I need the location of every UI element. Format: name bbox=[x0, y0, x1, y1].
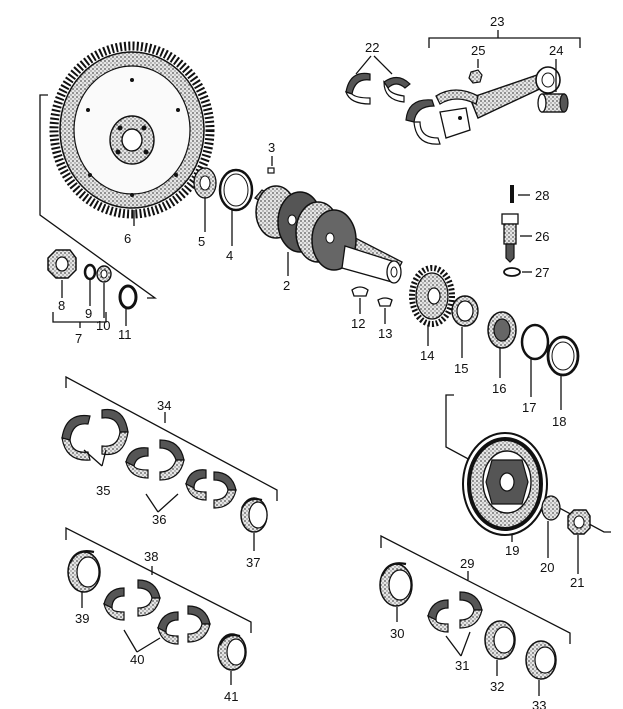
label-21: 21 bbox=[570, 575, 584, 590]
label-24: 24 bbox=[549, 43, 563, 58]
dowel-pin-3 bbox=[267, 167, 275, 174]
label-16: 16 bbox=[492, 381, 506, 396]
bracket-23 bbox=[428, 30, 581, 48]
main-bearing-30 bbox=[379, 562, 413, 607]
label-33: 33 bbox=[532, 698, 546, 709]
label-5: 5 bbox=[198, 234, 205, 249]
bracket-34 bbox=[65, 375, 278, 501]
label-18: 18 bbox=[552, 414, 566, 429]
woodruff-key-13 bbox=[377, 297, 393, 307]
label-40: 40 bbox=[130, 652, 144, 667]
bracket-19 bbox=[445, 394, 611, 533]
label-39: 39 bbox=[75, 611, 89, 626]
main-bearing-33 bbox=[525, 640, 557, 680]
oil-thrower-18 bbox=[546, 335, 580, 377]
label-23: 23 bbox=[490, 14, 504, 29]
label-38: 38 bbox=[144, 549, 158, 564]
bracket-29 bbox=[380, 534, 571, 644]
flywheel bbox=[49, 41, 215, 219]
label-37: 37 bbox=[246, 555, 260, 570]
label-13: 13 bbox=[378, 326, 392, 341]
label-29: 29 bbox=[460, 556, 474, 571]
label-26: 26 bbox=[535, 229, 549, 244]
label-20: 20 bbox=[540, 560, 554, 575]
label-30: 30 bbox=[390, 626, 404, 641]
main-bearing-shells-35 bbox=[61, 408, 129, 461]
piston-pin-bushing-24 bbox=[537, 93, 569, 113]
plug-28 bbox=[510, 185, 514, 203]
label-6: 6 bbox=[124, 231, 131, 246]
main-bearing-shells-36 bbox=[125, 439, 237, 509]
shim-5 bbox=[193, 167, 217, 199]
label-14: 14 bbox=[420, 348, 434, 363]
main-bearing-shells-40 bbox=[103, 579, 211, 645]
gland-nut bbox=[47, 249, 77, 279]
bracket-6 bbox=[39, 94, 158, 299]
label-9: 9 bbox=[85, 306, 92, 321]
rod-nut-25 bbox=[468, 69, 483, 84]
label-2: 2 bbox=[283, 278, 290, 293]
label-22: 22 bbox=[365, 40, 379, 55]
circlip-17 bbox=[520, 323, 550, 361]
pulley-bolt-21 bbox=[567, 509, 591, 535]
seal-4 bbox=[218, 168, 254, 212]
main-bearing-41 bbox=[217, 633, 247, 671]
label-25: 25 bbox=[471, 43, 485, 58]
main-bearing-37 bbox=[240, 497, 268, 533]
label-31: 31 bbox=[455, 658, 469, 673]
pulley-washer-20 bbox=[541, 495, 561, 521]
main-bearing-32 bbox=[484, 620, 516, 660]
label-15: 15 bbox=[454, 361, 468, 376]
label-7: 7 bbox=[75, 331, 82, 346]
crankshaft bbox=[253, 185, 403, 284]
label-12: 12 bbox=[351, 316, 365, 331]
bushing-10 bbox=[96, 265, 112, 283]
connecting-rod bbox=[405, 66, 561, 145]
washer-27 bbox=[503, 267, 521, 277]
label-36: 36 bbox=[152, 512, 166, 527]
label-10: 10 bbox=[96, 318, 110, 333]
crankshaft-pulley bbox=[462, 432, 548, 536]
oil-pressure-relief-valve-26 bbox=[501, 213, 519, 263]
woodruff-key-12 bbox=[351, 286, 369, 297]
rod-bearing-shells-22 bbox=[345, 72, 411, 105]
distributor-gear-16 bbox=[487, 311, 517, 349]
label-3: 3 bbox=[268, 140, 275, 155]
label-8: 8 bbox=[58, 298, 65, 313]
seal-11 bbox=[118, 284, 138, 310]
label-4: 4 bbox=[226, 248, 233, 263]
ring-9 bbox=[83, 263, 97, 281]
label-41: 41 bbox=[224, 689, 238, 704]
label-32: 32 bbox=[490, 679, 504, 694]
bracket-7 bbox=[52, 312, 107, 328]
label-27: 27 bbox=[535, 265, 549, 280]
bracket-38 bbox=[65, 526, 252, 633]
timing-gear-14 bbox=[409, 265, 455, 327]
main-bearing-39 bbox=[67, 550, 101, 593]
label-11: 11 bbox=[118, 327, 132, 342]
label-35: 35 bbox=[96, 483, 110, 498]
label-34: 34 bbox=[157, 398, 171, 413]
label-17: 17 bbox=[522, 400, 536, 415]
label-19: 19 bbox=[505, 543, 519, 558]
main-bearing-shells-31 bbox=[427, 591, 483, 633]
spacer-15 bbox=[451, 295, 479, 327]
label-28: 28 bbox=[535, 188, 549, 203]
